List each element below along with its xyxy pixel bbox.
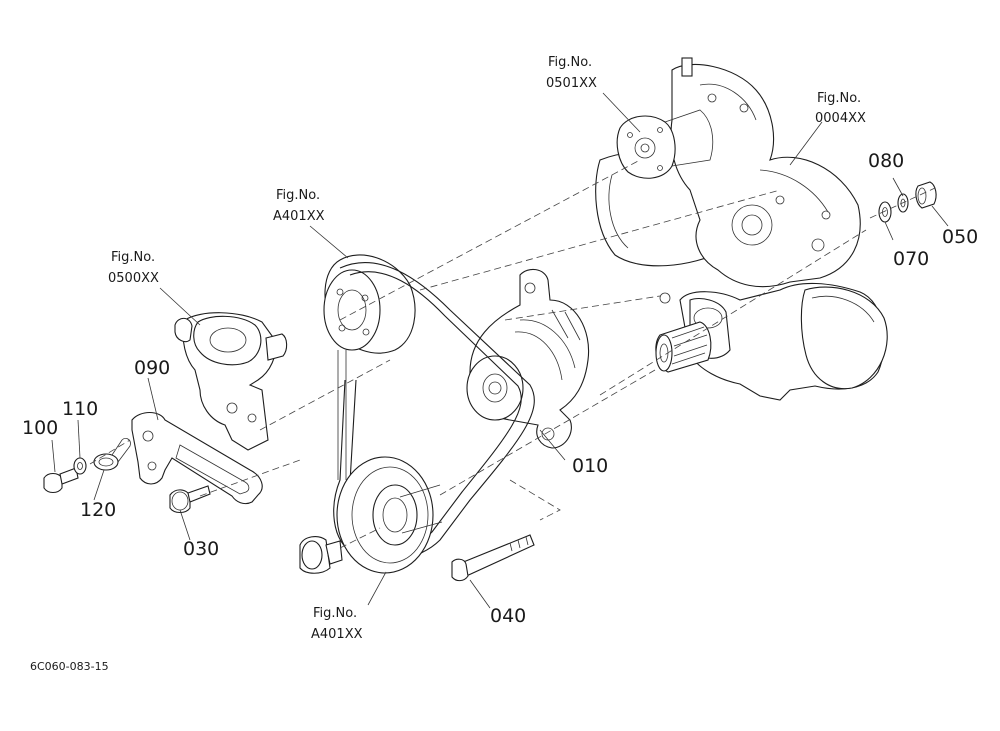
gear-case-housing	[595, 57, 861, 288]
water-pump-flange	[616, 109, 714, 179]
crankcase-lower	[659, 282, 888, 401]
bolt-040	[451, 534, 535, 582]
callout-fig-0501-code: 0501XX	[546, 76, 597, 91]
alternator-010	[466, 268, 590, 449]
part-label-090: 090	[134, 357, 170, 379]
callout-fig-0004-label: Fig.No.	[817, 91, 861, 106]
bracket-090	[131, 411, 263, 505]
thermostat-housing	[174, 312, 288, 451]
callout-fig-0501-label: Fig.No.	[548, 55, 592, 70]
nut-050	[915, 181, 937, 209]
washer-110	[73, 457, 87, 475]
part-label-050: 050	[942, 226, 978, 248]
part-label-110: 110	[62, 398, 98, 420]
callout-fig-a401-bottom-label: Fig.No.	[313, 606, 357, 621]
drawing-code: 6C060-083-15	[30, 660, 109, 673]
part-label-080: 080	[868, 150, 904, 172]
part-label-070: 070	[893, 248, 929, 270]
part-label-100: 100	[22, 417, 58, 439]
crank-pulley	[336, 456, 443, 574]
leader-lines	[51, 92, 949, 609]
callout-fig-0500-code: 0500XX	[108, 271, 159, 286]
part-label-030: 030	[183, 538, 219, 560]
part-label-120: 120	[80, 499, 116, 521]
washer-120	[93, 438, 131, 471]
bolt-100	[43, 467, 79, 494]
callout-fig-a401-top-label: Fig.No.	[276, 188, 320, 203]
callout-fig-a401-top-code: A401XX	[273, 209, 325, 224]
callout-fig-0004-code: 0004XX	[815, 111, 866, 126]
part-label-010: 010	[572, 455, 608, 477]
callout-fig-0500-label: Fig.No.	[111, 250, 155, 265]
bolt-030	[169, 485, 211, 514]
assembly-center-lines	[89, 159, 936, 549]
callout-fig-a401-bottom-code: A401XX	[311, 627, 363, 642]
washer-070	[878, 201, 892, 223]
crank-pulley-bolt	[299, 536, 343, 574]
part-label-040: 040	[490, 605, 526, 627]
